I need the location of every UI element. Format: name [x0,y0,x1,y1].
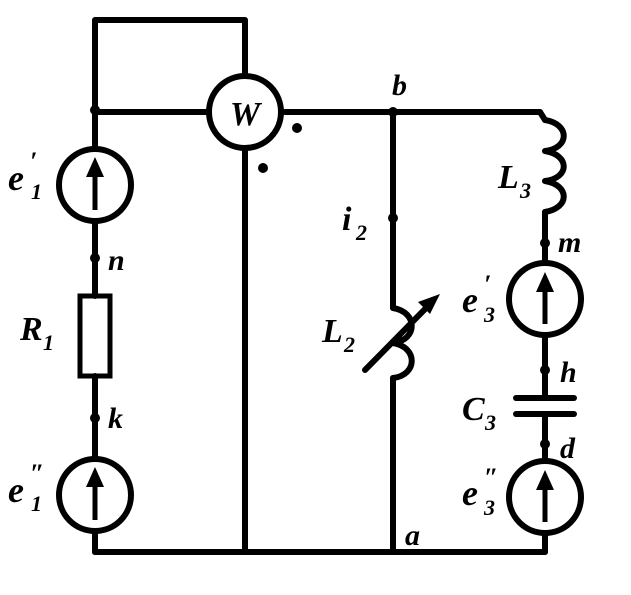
svg-text:″: ″ [30,459,44,488]
svg-text:1: 1 [31,491,42,516]
svg-text:3: 3 [519,178,531,203]
svg-text:3: 3 [483,495,495,520]
inductor-L3 [542,117,567,215]
label-e1-prime: e 1 ′ [8,147,42,204]
source-e1-prime [56,146,134,224]
node-dot-b [388,107,398,117]
variable-arrow-line [362,299,435,373]
node-label-a: a [405,519,420,552]
svg-text:e: e [8,470,24,510]
node-dot-d [540,439,550,449]
wattmeter-label: W [230,96,263,133]
svg-text:2: 2 [355,220,367,245]
svg-text:1: 1 [43,330,54,355]
source-e3-prime [506,260,584,338]
wire-top-loop [92,17,248,113]
source-e1-dprime [56,456,134,534]
node-label-m: m [558,226,581,259]
svg-text:″: ″ [484,463,498,492]
node-label-n: n [108,244,125,277]
label-R1: R 1 [19,311,54,355]
node-dot-n [90,253,100,263]
node-dot-h [540,365,550,375]
labels: b a n k m h d e 1 ′ R 1 e 1 ″ i 2 L 2 [8,69,581,552]
node-dot-m [540,238,550,248]
svg-text:i: i [342,201,352,238]
inductor-L2 [362,294,440,381]
svg-text:2: 2 [343,332,355,357]
svg-text:e: e [8,158,24,198]
node-label-b: b [392,69,407,102]
svg-text:′: ′ [484,270,491,299]
label-i2: i 2 [342,201,367,245]
node-dot-k [90,413,100,423]
label-e3-dprime: e 3 ″ [462,463,498,520]
node-dots [90,105,550,449]
node-label-h: h [560,356,577,389]
wattmeter-voltage-marker [258,163,268,173]
node-dot-i2 [388,213,398,223]
svg-text:e: e [462,280,478,320]
wattmeter: W [206,73,302,173]
resistor-R1 [77,293,113,379]
wattmeter-circle [206,73,284,151]
variable-arrow-head [418,294,440,314]
wattmeter-current-marker [292,123,302,133]
svg-text:3: 3 [483,302,495,327]
svg-text:L: L [321,313,343,350]
capacitor-C3 [513,395,577,417]
node-dot-left-top [90,105,100,115]
svg-text:R: R [19,311,43,348]
label-L2: L 2 [321,313,355,357]
node-label-k: k [108,402,123,435]
svg-text:C: C [462,391,485,428]
svg-text:L: L [497,159,519,196]
node-label-d: d [560,432,576,465]
svg-text:1: 1 [31,179,42,204]
label-e3-prime: e 3 ′ [462,270,495,327]
label-e1-dprime: e 1 ″ [8,459,44,516]
label-L3: L 3 [497,159,531,203]
svg-text:3: 3 [484,410,496,435]
svg-text:′: ′ [30,147,37,176]
label-C3: C 3 [462,391,496,435]
svg-text:e: e [462,473,478,513]
source-e3-dprime [506,458,584,536]
